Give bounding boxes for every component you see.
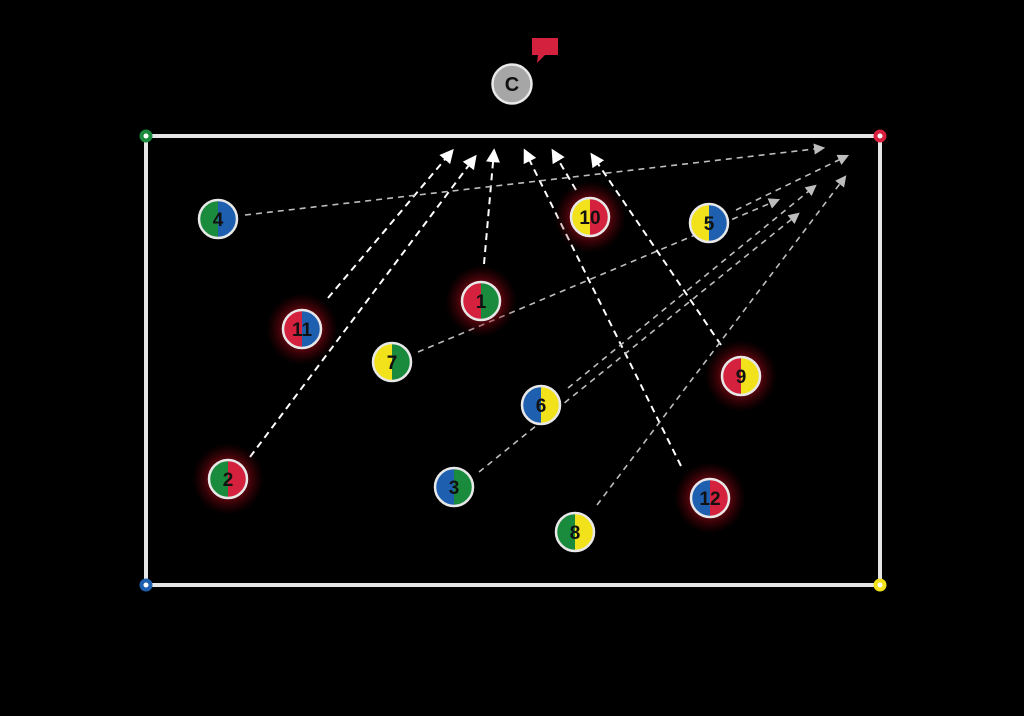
coach: C: [491, 38, 558, 105]
player-number: 9: [736, 367, 747, 388]
movement-arrow-from-10: [551, 148, 577, 191]
movement-arrow-from-1: [483, 148, 500, 265]
player-bib-right: [454, 468, 473, 506]
player-bib-right: [541, 386, 560, 424]
movement-arrow-from-11: [327, 148, 454, 299]
coach-marker: [491, 63, 533, 105]
player-bib-left: [722, 357, 741, 395]
player-number: 10: [579, 208, 600, 229]
player-bib-right: [575, 513, 594, 551]
corner-marker-bottom-right: [873, 578, 887, 592]
player-bib-right: [481, 282, 500, 320]
player-9: 9: [705, 340, 777, 412]
player-8: 8: [554, 511, 596, 553]
movement-arrow-from-9: [590, 152, 722, 346]
speech-bubble-icon: [532, 38, 558, 63]
player-number: 11: [292, 320, 313, 341]
player-ring: [433, 466, 475, 508]
player-5: 5: [688, 202, 730, 244]
movement-arrow-from-3: [478, 212, 800, 473]
player-bib-left: [373, 343, 392, 381]
player-12: 12: [674, 462, 746, 534]
player-number: 2: [223, 470, 234, 491]
player-ring: [520, 384, 562, 426]
movement-arrow-from-2: [249, 154, 477, 458]
player-number: 12: [699, 489, 720, 510]
player-number: 8: [570, 523, 581, 544]
player-bib-left: [571, 198, 590, 236]
player-7: 7: [371, 341, 413, 383]
field-boundary: [144, 134, 882, 587]
player-ring: [371, 341, 413, 383]
player-bib-right: [218, 200, 237, 238]
player-ring: [688, 202, 730, 244]
movement-arrow-from-5: [735, 154, 850, 211]
player-6: 6: [520, 384, 562, 426]
corner-marker-top-left: [139, 129, 153, 143]
corner-cone-center: [143, 582, 149, 588]
player-bib-right: [741, 357, 760, 395]
movement-arrow-from-4: [244, 143, 826, 216]
player-ring: [554, 511, 596, 553]
corner-cone-center: [143, 133, 149, 139]
player-ring: [281, 308, 323, 350]
player-bib-right: [709, 204, 728, 242]
player-bib-right: [228, 460, 247, 498]
player-ring: [207, 458, 249, 500]
player-bib-left: [691, 479, 710, 517]
movement-arrow-from-12: [523, 148, 682, 467]
player-bib-left: [199, 200, 218, 238]
player-ring: [197, 198, 239, 240]
player-bib-left: [435, 468, 454, 506]
player-bib-right: [590, 198, 609, 236]
player-number: 6: [536, 396, 547, 417]
player-bib-right: [302, 310, 321, 348]
player-11: 11: [266, 293, 338, 365]
corner-cone-center: [877, 133, 883, 139]
player-bib-left: [522, 386, 541, 424]
player-number: 1: [476, 292, 487, 313]
player-bib-left: [209, 460, 228, 498]
player-1: 1: [445, 265, 517, 337]
player-bib-left: [690, 204, 709, 242]
player-2: 2: [192, 443, 264, 515]
corner-marker-top-right: [873, 129, 887, 143]
player-4: 4: [197, 198, 239, 240]
corner-cone-center: [877, 582, 883, 588]
player-10: 10: [554, 181, 626, 253]
player-bib-left: [462, 282, 481, 320]
player-number: 3: [449, 478, 460, 499]
player-bib-right: [392, 343, 411, 381]
player-3: 3: [433, 466, 475, 508]
player-number: 4: [213, 210, 224, 231]
player-number: 5: [704, 214, 715, 235]
player-ring: [569, 196, 611, 238]
movement-arrow-from-8: [596, 175, 847, 506]
player-bib-left: [283, 310, 302, 348]
coach-label: C: [505, 74, 519, 96]
player-ring: [689, 477, 731, 519]
player-bib-right: [710, 479, 729, 517]
player-ring: [460, 280, 502, 322]
player-bib-left: [556, 513, 575, 551]
corner-marker-bottom-left: [139, 578, 153, 592]
movement-arrow-from-6: [567, 184, 817, 389]
player-ring: [720, 355, 762, 397]
player-number: 7: [387, 353, 398, 374]
